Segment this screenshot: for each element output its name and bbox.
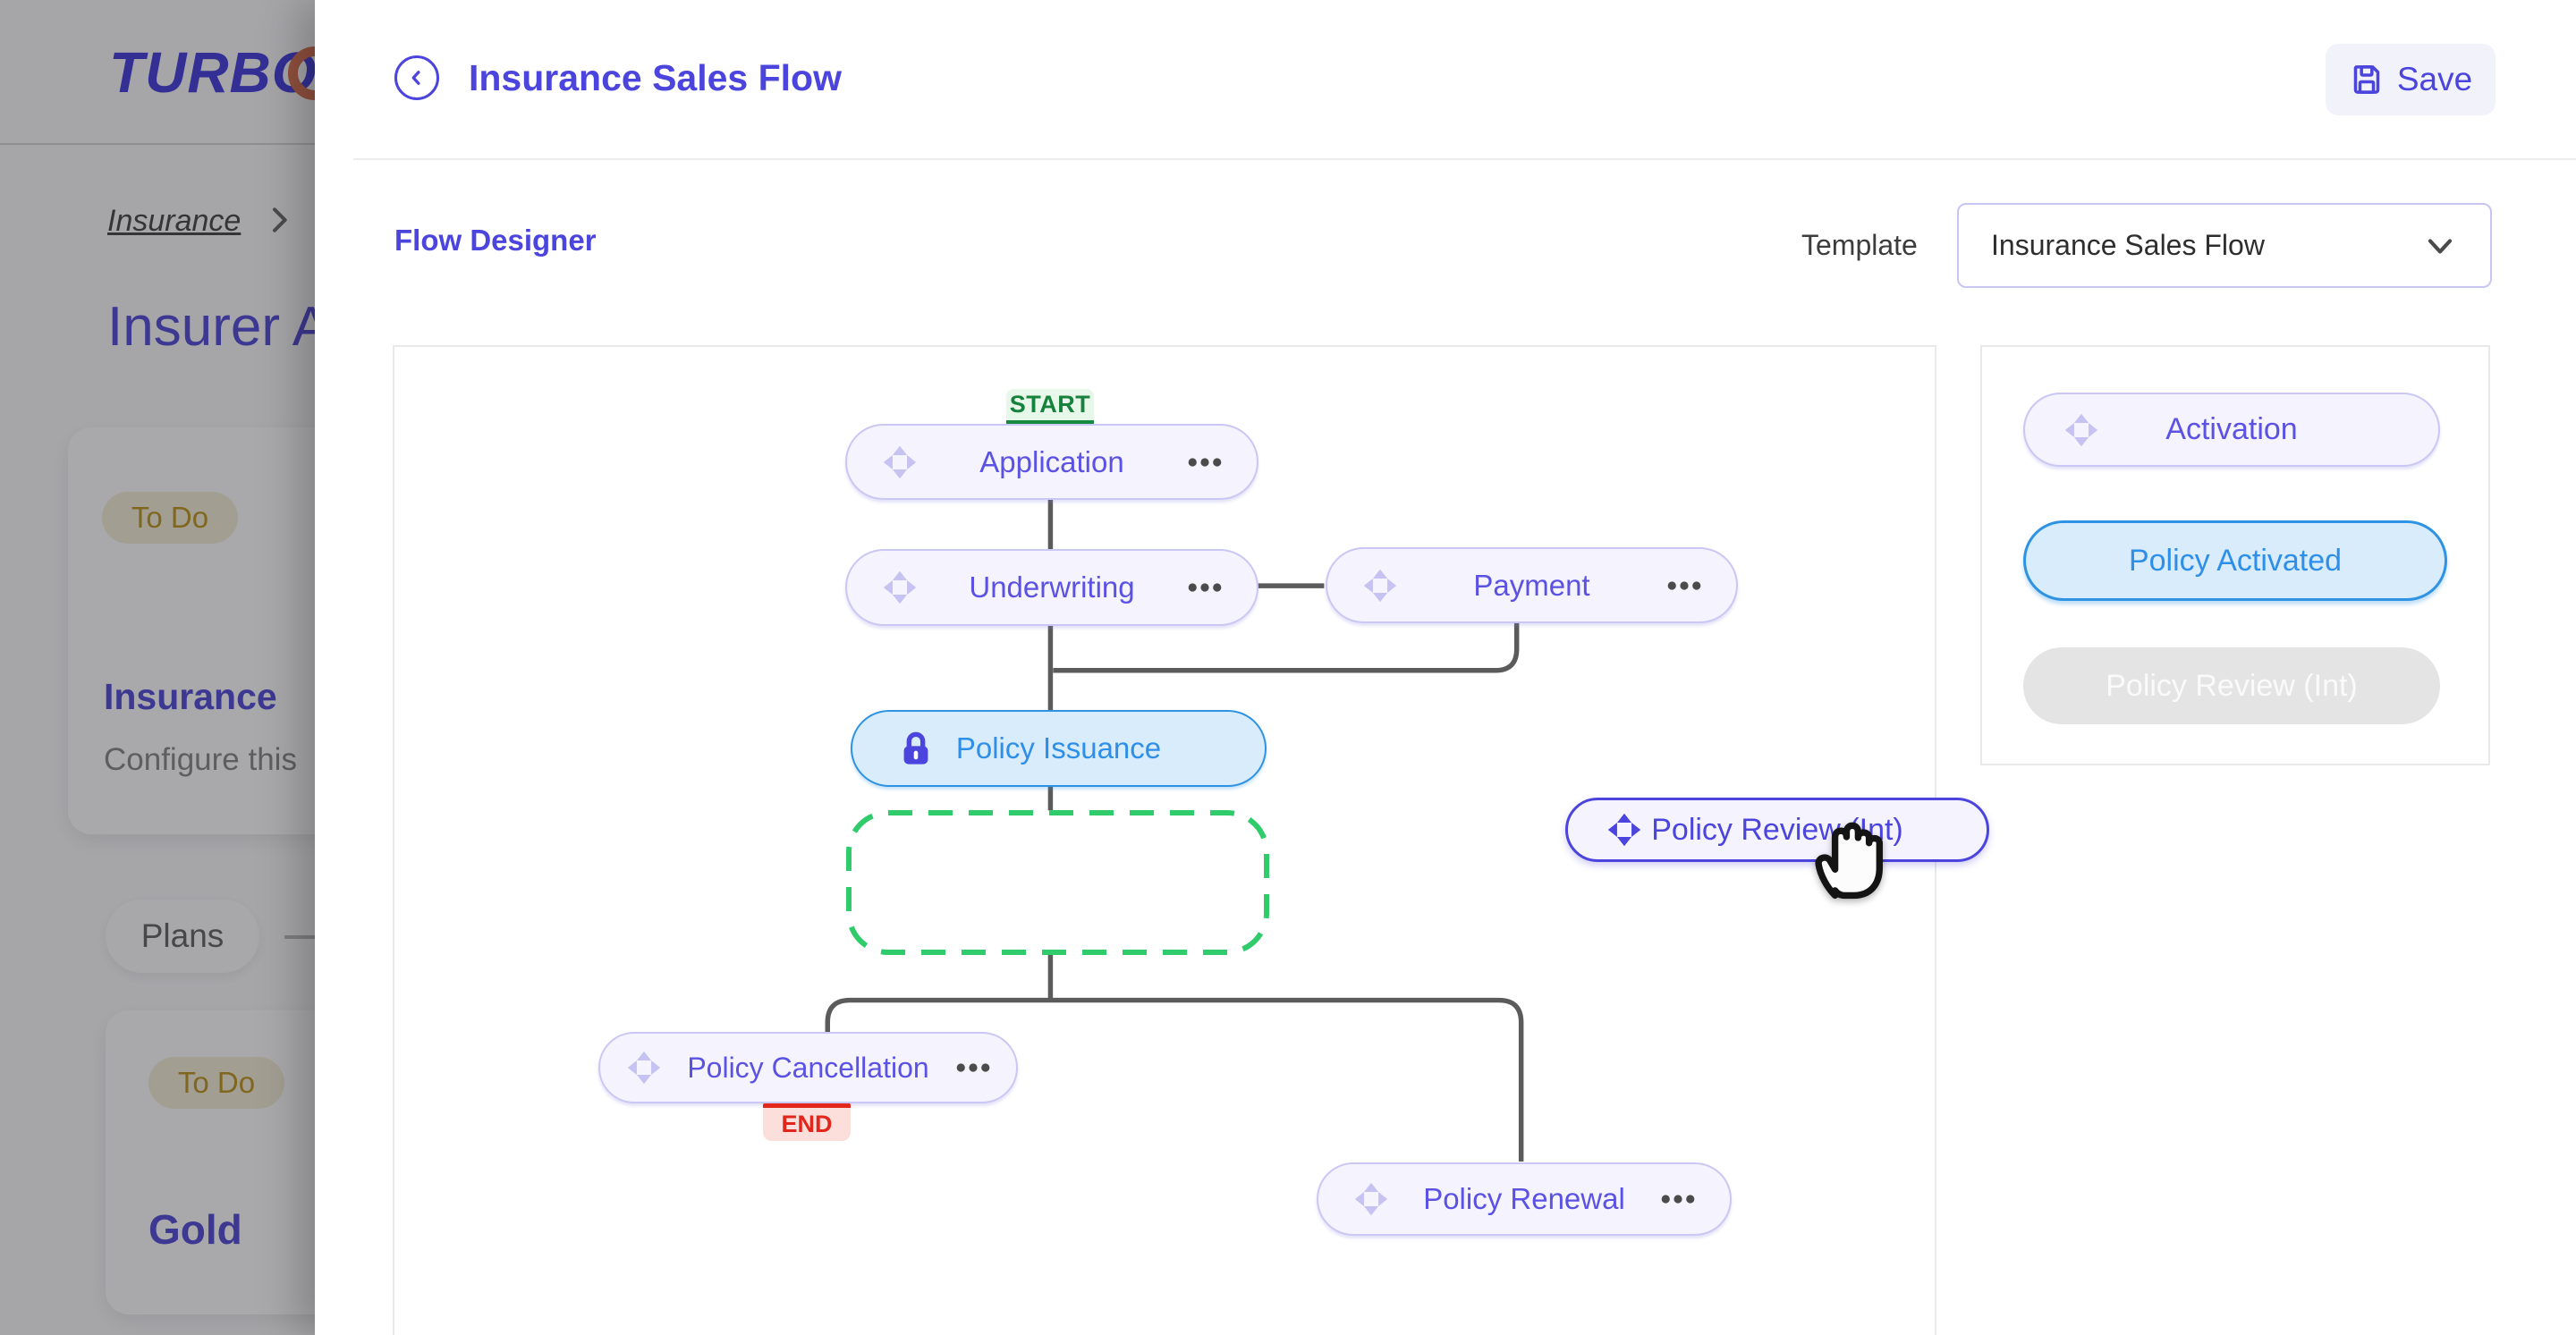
modal-title: Insurance Sales Flow bbox=[469, 57, 842, 98]
page-title: Insurer A bbox=[107, 296, 315, 358]
modal-backdrop bbox=[0, 0, 315, 1335]
card-title: Gold bbox=[148, 1206, 242, 1253]
move-handle-icon[interactable] bbox=[1351, 1179, 1392, 1220]
flow-designer-modal: Insurance Sales Flow Save Flow Designer … bbox=[315, 0, 2576, 1335]
card-subtitle: Configure this bbox=[104, 742, 297, 777]
lock-icon bbox=[895, 728, 936, 769]
node-label: Application bbox=[979, 444, 1124, 478]
node-label: Policy Cancellation bbox=[687, 1051, 929, 1084]
card-title: Insurance bbox=[104, 676, 277, 717]
breadcrumb-insurance[interactable]: Insurance bbox=[107, 204, 242, 238]
grab-cursor-icon bbox=[1810, 814, 1893, 903]
flow-node-application[interactable]: Application bbox=[845, 424, 1258, 500]
node-menu-icon[interactable] bbox=[1185, 443, 1224, 482]
node-menu-icon[interactable] bbox=[1665, 566, 1704, 605]
back-button[interactable] bbox=[394, 55, 439, 100]
save-floppy-icon bbox=[2349, 62, 2385, 97]
node-menu-icon[interactable] bbox=[1658, 1179, 1698, 1219]
divider bbox=[353, 158, 2576, 160]
move-handle-icon[interactable] bbox=[879, 567, 920, 608]
flow-node-policy-renewal[interactable]: Policy Renewal bbox=[1317, 1162, 1732, 1236]
divider bbox=[0, 143, 315, 145]
chevron-right-icon bbox=[261, 202, 297, 238]
node-palette: Activation Policy Activated Policy Revie… bbox=[1980, 345, 2490, 765]
node-label: Payment bbox=[1473, 568, 1590, 602]
divider bbox=[284, 935, 315, 939]
node-menu-icon[interactable] bbox=[953, 1048, 993, 1087]
insurance-card[interactable]: To Do Insurance Configure this bbox=[68, 427, 315, 834]
background-page: TURBO Insurance Insurer A To Do Insuranc… bbox=[0, 0, 315, 1335]
node-label: Policy Renewal bbox=[1423, 1182, 1625, 1215]
start-badge: START bbox=[1006, 389, 1094, 425]
save-button[interactable]: Save bbox=[2326, 44, 2496, 115]
flow-canvas[interactable]: START Application Underwriting Payment bbox=[393, 345, 1936, 1335]
template-select[interactable]: Insurance Sales Flow bbox=[1957, 203, 2492, 288]
palette-item-policy-review-disabled: Policy Review (Int) bbox=[2023, 647, 2440, 724]
status-badge: To Do bbox=[148, 1057, 284, 1109]
move-handle-icon[interactable] bbox=[623, 1047, 665, 1088]
flow-node-payment[interactable]: Payment bbox=[1326, 547, 1738, 623]
node-label: Policy Review (Int) bbox=[1651, 812, 1903, 847]
palette-item-label: Policy Review (Int) bbox=[2106, 668, 2358, 703]
end-badge: END bbox=[763, 1103, 851, 1141]
palette-item-policy-activated[interactable]: Policy Activated bbox=[2023, 520, 2447, 601]
palette-item-activation[interactable]: Activation bbox=[2023, 393, 2440, 467]
gold-plan-card[interactable]: To Do Gold bbox=[106, 1010, 315, 1314]
move-handle-icon[interactable] bbox=[879, 442, 920, 483]
palette-item-label: Policy Activated bbox=[2128, 543, 2343, 578]
template-select-value: Insurance Sales Flow bbox=[1991, 229, 2265, 261]
status-badge: To Do bbox=[102, 492, 238, 544]
drop-target-placeholder[interactable] bbox=[846, 810, 1269, 955]
flow-connectors bbox=[825, 499, 1524, 1162]
dragging-node-policy-review[interactable]: Policy Review (Int) bbox=[1565, 798, 1989, 862]
save-button-label: Save bbox=[2396, 61, 2473, 97]
node-label: Policy Issuance bbox=[955, 731, 1162, 765]
node-menu-icon[interactable] bbox=[1185, 568, 1224, 607]
chevron-down-icon bbox=[2420, 226, 2460, 266]
palette-item-label: Activation bbox=[2165, 412, 2298, 446]
chevron-left-icon bbox=[411, 71, 420, 85]
flow-node-underwriting[interactable]: Underwriting bbox=[845, 549, 1258, 626]
flow-designer-label: Flow Designer bbox=[394, 224, 597, 257]
app-logo: TURBO bbox=[109, 40, 315, 105]
drop-target-dashed-border bbox=[846, 810, 1269, 955]
flow-node-policy-cancellation[interactable]: Policy Cancellation bbox=[598, 1032, 1018, 1103]
move-handle-icon[interactable] bbox=[1360, 565, 1401, 606]
tab-plans[interactable]: Plans bbox=[106, 900, 259, 973]
move-handle-icon bbox=[2061, 410, 2102, 451]
node-label: Underwriting bbox=[969, 570, 1135, 604]
flow-node-policy-issuance[interactable]: Policy Issuance bbox=[851, 710, 1267, 787]
move-handle-icon[interactable] bbox=[1604, 809, 1645, 850]
template-label: Template bbox=[1801, 229, 1918, 261]
logo-ring-icon bbox=[288, 46, 315, 100]
